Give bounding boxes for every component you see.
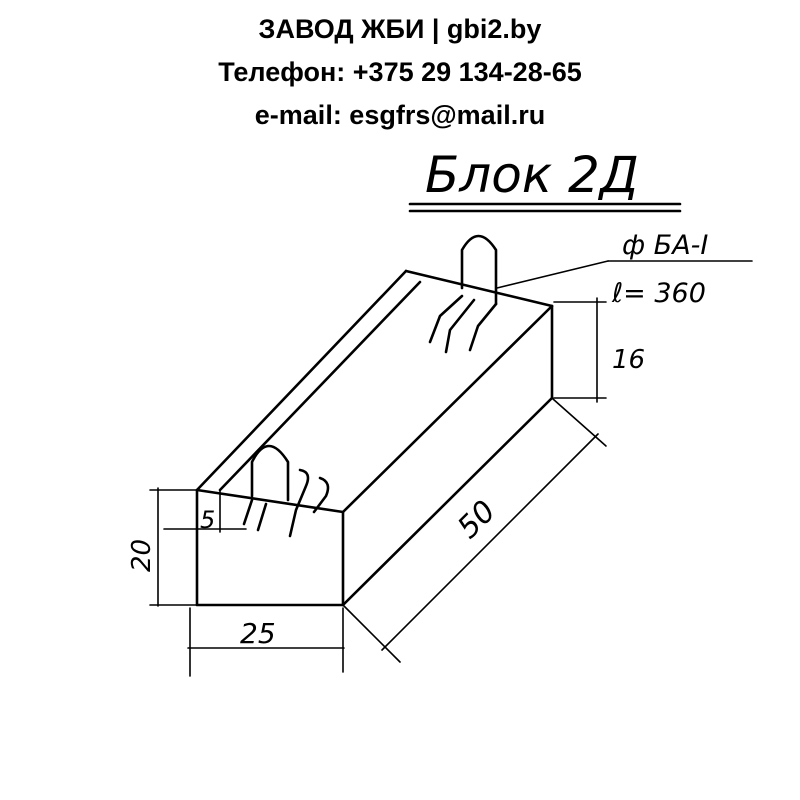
loop-front-leg-1	[242, 498, 254, 526]
loop-front-leg-4	[312, 476, 330, 514]
dim-length-ext-front	[343, 605, 401, 663]
lifting-loop-back	[428, 234, 498, 354]
concrete-block	[195, 269, 554, 607]
front-top-edge	[195, 488, 345, 514]
loop-back-leg-3	[468, 302, 498, 352]
phone-text: Телефон: +375 29 134-28-65	[218, 57, 582, 87]
dim-width-label: 25	[240, 617, 276, 650]
loop-back-arc	[460, 234, 498, 306]
top-left-edge	[195, 269, 408, 492]
loop-back-leg-1	[428, 294, 464, 344]
loop-front-leg-2	[256, 502, 268, 532]
drawing-title: Блок 2Д	[425, 146, 639, 204]
callout-leader	[496, 260, 609, 289]
dim-slope-label: 16	[612, 345, 645, 375]
dim-length-ext-back	[552, 398, 607, 447]
header: ЗАВОД ЖБИ | gbi2.by Телефон: +375 29 134…	[0, 8, 800, 137]
back-top-edge	[404, 269, 554, 308]
company-title: ЗАВОД ЖБИ | gbi2.by	[258, 14, 542, 44]
loop-front-leg-3	[288, 468, 310, 538]
front-face	[195, 488, 345, 607]
bottom-right-edge	[341, 396, 554, 607]
dimension-length: 50	[343, 398, 607, 663]
lifting-loop-front	[242, 444, 330, 538]
dimension-height: 20	[127, 487, 197, 607]
email-text: e-mail: esgfrs@mail.ru	[254, 100, 546, 130]
dim-height-label: 20	[127, 539, 157, 572]
top-right-edge	[341, 304, 554, 514]
loop-front-arc	[250, 444, 290, 502]
dim-offset-label: 5	[200, 506, 215, 534]
top-inner-edge	[218, 280, 422, 492]
dimension-offset: 5	[163, 489, 247, 534]
dim-length-line	[381, 433, 599, 651]
loop-back-leg-2	[444, 298, 476, 354]
rebar-label: ф БА-I	[622, 230, 708, 261]
rebar-length: ℓ= 360	[611, 278, 706, 309]
dimension-width: 25	[187, 607, 345, 677]
dimension-slope: 16	[553, 297, 645, 403]
